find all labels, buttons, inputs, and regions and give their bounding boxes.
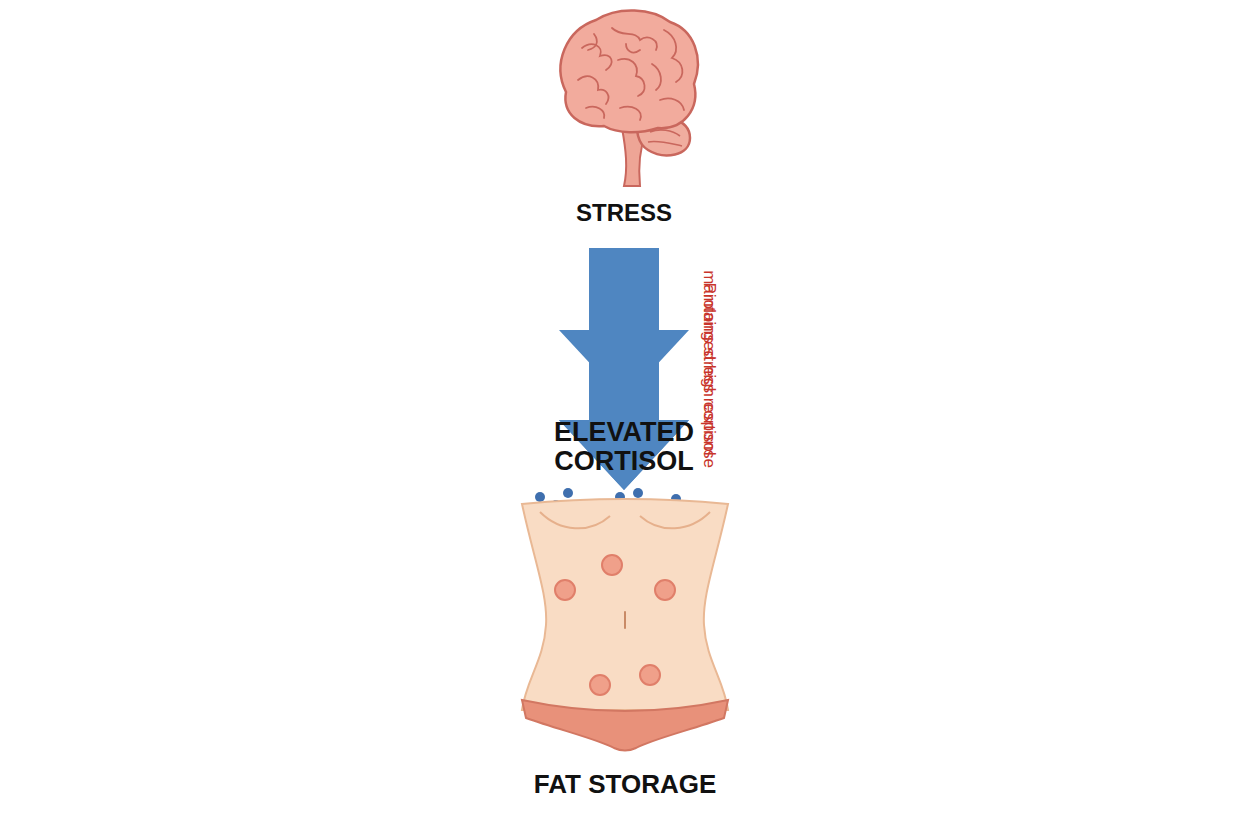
node-label: FAT STORAGE <box>510 770 740 798</box>
node-label: ELEVATED CORTISOL <box>519 418 729 476</box>
node-label: STRESS <box>524 200 724 226</box>
fat-storage-node: FAT STORAGE <box>510 490 740 805</box>
cortisol-node: ELEVATED CORTISOL <box>519 400 729 478</box>
stress-node: STRESS <box>524 196 724 248</box>
edge-label: maintains stress response <box>700 270 719 468</box>
edge-label-path: maintains stress response <box>700 270 719 468</box>
brain-illustration <box>561 10 698 186</box>
torso-illustration <box>510 490 740 760</box>
